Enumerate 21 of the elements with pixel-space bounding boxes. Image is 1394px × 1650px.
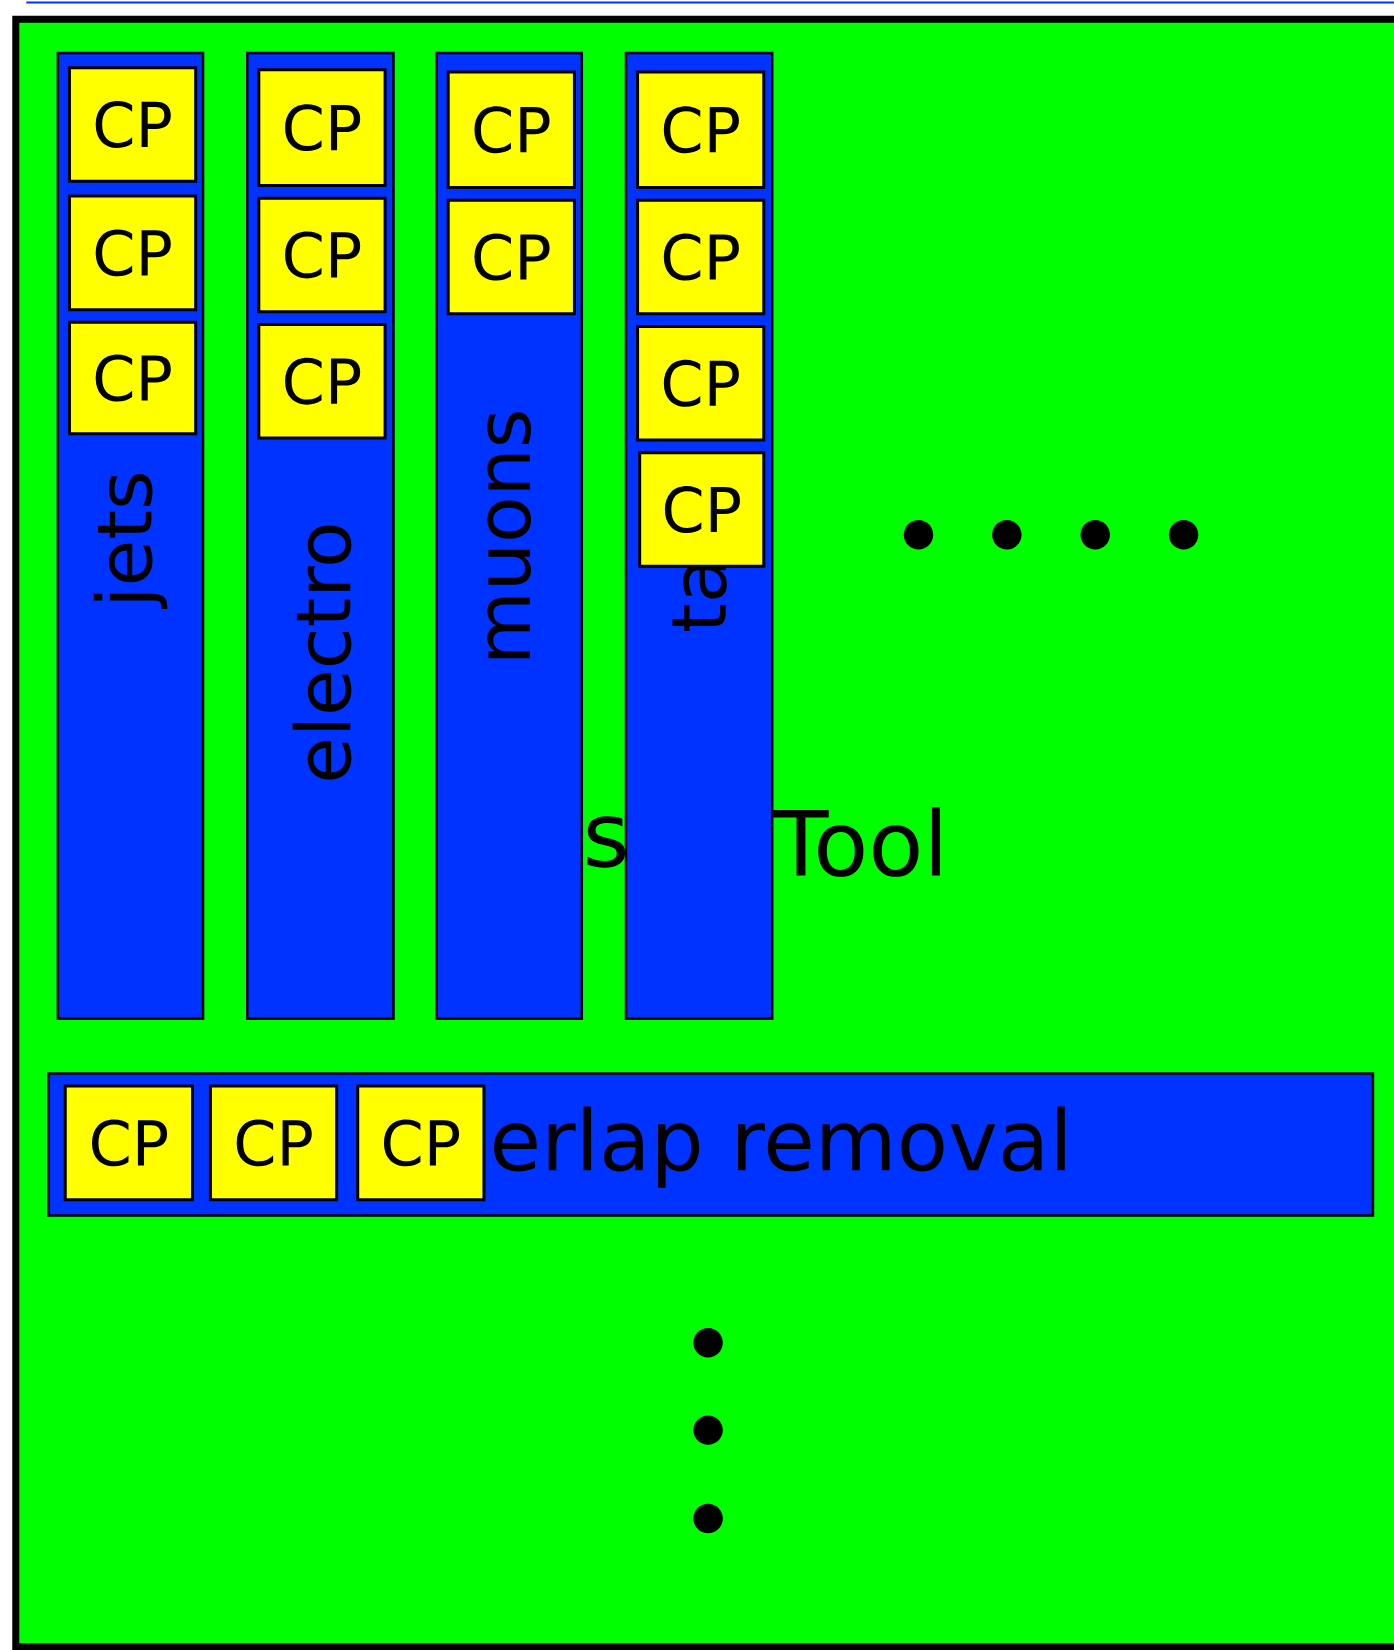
cp-box: CP bbox=[446, 70, 576, 190]
panel-title: s bbox=[587, 816, 626, 868]
column-label: electro bbox=[292, 525, 352, 780]
cp-box: CP bbox=[67, 194, 198, 312]
cp-box: CP bbox=[446, 198, 576, 316]
cp-box: CP bbox=[636, 325, 766, 442]
cp-box: CP bbox=[257, 322, 387, 440]
cp-box: CP bbox=[638, 451, 766, 568]
panel-title: Tool bbox=[773, 807, 940, 877]
cp-box: CP bbox=[257, 68, 387, 187]
cp-box: CP bbox=[356, 1084, 486, 1202]
column-label: muons bbox=[487, 412, 532, 659]
cp-box: CP bbox=[636, 70, 766, 190]
cp-box: CP bbox=[63, 1084, 195, 1202]
band-label: erlap removal bbox=[494, 1106, 1065, 1188]
cp-box: CP bbox=[257, 196, 387, 314]
cp-box: CP bbox=[67, 320, 198, 436]
cp-box: CP bbox=[67, 66, 198, 183]
cp-box: CP bbox=[636, 198, 766, 316]
column-label: jets bbox=[93, 474, 168, 609]
cp-box: CP bbox=[208, 1084, 339, 1202]
